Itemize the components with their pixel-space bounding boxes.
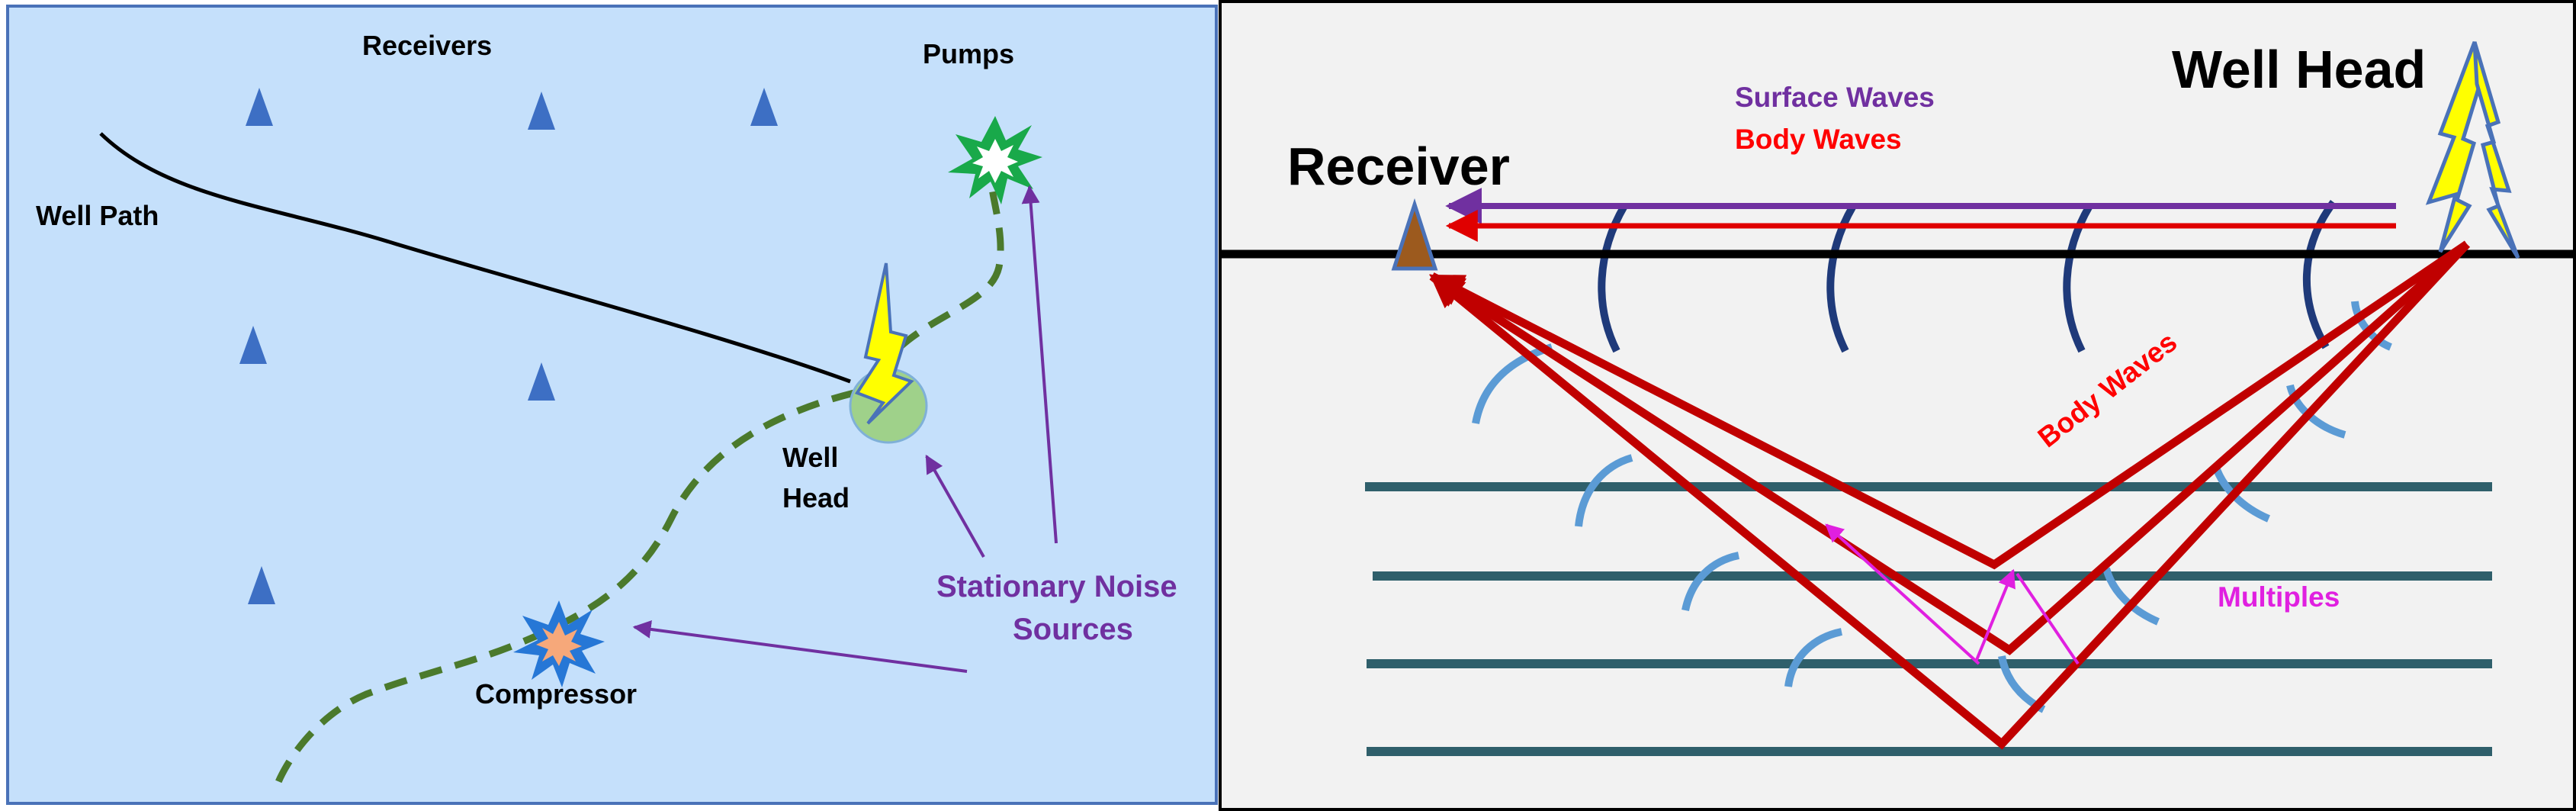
stationary-noise-arrows xyxy=(632,185,1058,673)
pump-burst-icon xyxy=(948,116,1042,204)
left-panel: Receivers Pumps Well Path Well Head Stat… xyxy=(6,5,1218,805)
compressor-label: Compressor xyxy=(475,678,637,710)
receiver-label: Receiver xyxy=(1287,137,1510,196)
body-wave-rays xyxy=(1429,240,2471,750)
compressor-burst-icon xyxy=(513,600,605,687)
receiver-triangle-icon xyxy=(246,88,273,126)
right-panel-background xyxy=(1219,0,2576,811)
receiver-triangle-icon xyxy=(1391,198,1438,271)
receiver-triangle-icon xyxy=(528,362,555,401)
surface-waves-label: Surface Waves xyxy=(1735,82,1935,113)
pumps-label: Pumps xyxy=(923,38,1014,69)
body-wave-ray-1 xyxy=(1429,240,2470,570)
receiver-triangles xyxy=(239,88,778,604)
arrow-to-compressor xyxy=(632,620,968,673)
pipeline-to-compressor xyxy=(275,389,856,784)
right-panel: Well Head Receiver Surface Waves Body Wa… xyxy=(1219,0,2576,811)
receiver-triangle-icon xyxy=(528,92,555,130)
receivers-label: Receivers xyxy=(362,30,492,61)
body-wave-ray-3 xyxy=(1429,241,2471,750)
well-head-label-line1: Well xyxy=(782,442,838,473)
receiver-triangle-icon xyxy=(750,88,778,126)
arrow-to-well-head xyxy=(925,454,985,558)
well-lightning-icon xyxy=(854,262,914,425)
body-waves-top-label: Body Waves xyxy=(1735,124,1902,155)
well-path-label: Well Path xyxy=(36,200,159,231)
surface-wavefronts xyxy=(1598,200,2337,353)
well-path-line xyxy=(99,132,851,384)
subsurface-layers xyxy=(1365,482,2492,756)
stationary-noise-label-line1: Stationary Noise xyxy=(936,570,1177,603)
multiples-rays xyxy=(1825,523,2080,665)
arrow-to-pump xyxy=(1021,185,1058,544)
well-head-label-line2: Head xyxy=(782,482,850,513)
well-head-lightning-icon xyxy=(2425,41,2520,259)
receiver-triangle-icon xyxy=(239,326,267,364)
stationary-noise-label-line2: Sources xyxy=(1013,613,1133,646)
well-head-label: Well Head xyxy=(2172,40,2426,99)
body-wave-ray-2 xyxy=(1429,240,2470,655)
receiver-triangle-icon xyxy=(248,566,275,604)
pipeline-to-pump xyxy=(897,179,1004,350)
multiples-label: Multiples xyxy=(2218,581,2340,613)
